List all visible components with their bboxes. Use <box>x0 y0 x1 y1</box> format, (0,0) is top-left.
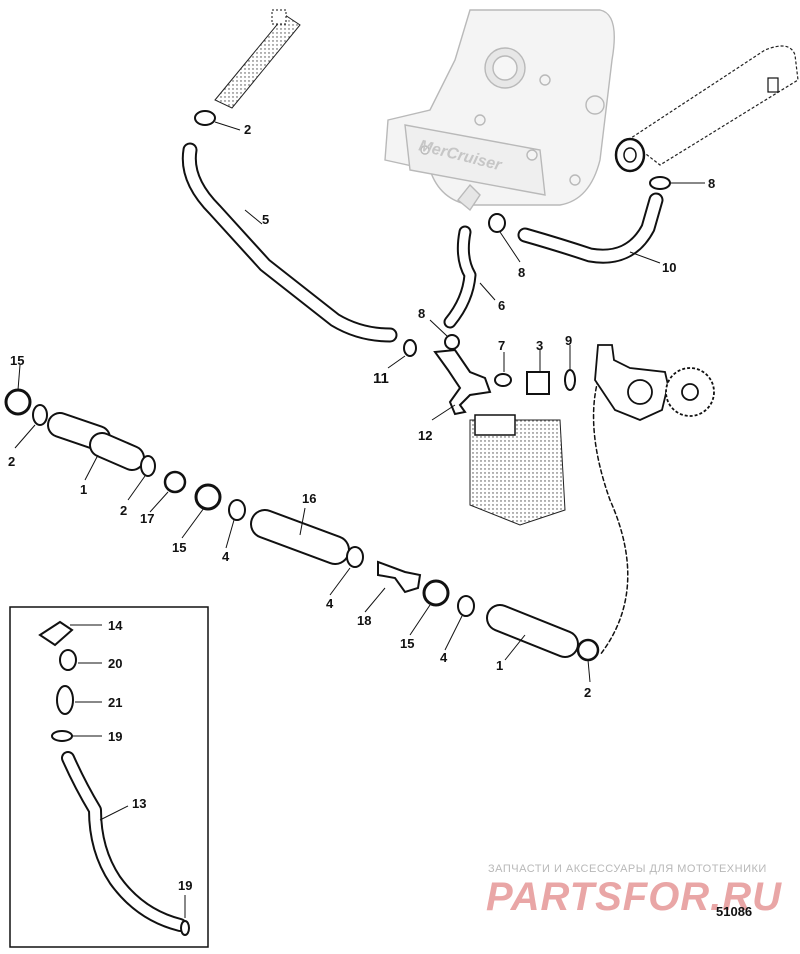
callout-14: 14 <box>108 618 123 633</box>
callout-17: 17 <box>140 511 154 526</box>
callout-15: 15 <box>400 636 414 651</box>
cap-14 <box>38 620 74 647</box>
clamp-19-top <box>51 730 73 742</box>
callout-5: 5 <box>262 212 269 227</box>
callout-1: 1 <box>496 658 503 673</box>
sea-water-pump <box>594 344 715 421</box>
leader-lines <box>14 121 705 918</box>
lower-hose-assembly <box>4 388 600 662</box>
heat-exchanger <box>614 45 799 173</box>
callout-12: 12 <box>418 428 432 443</box>
callout-19: 19 <box>108 729 122 744</box>
callout-15: 15 <box>10 353 24 368</box>
callout-16: 16 <box>302 491 316 506</box>
clamp-9 <box>564 369 576 391</box>
watermark-tagline: ЗАПЧАСТИ И АКСЕССУАРЫ ДЛЯ МОТОТЕХНИКИ <box>488 863 767 875</box>
watermark-logo: PARTSFOR.RU <box>486 875 782 919</box>
hose-5 <box>181 142 398 343</box>
clamp-2-top <box>194 110 216 126</box>
figure-number: 51086 <box>716 904 752 919</box>
callout-2: 2 <box>8 454 15 469</box>
callout-19: 19 <box>178 878 192 893</box>
callout-2: 2 <box>584 685 591 700</box>
sleeve-3 <box>526 371 550 395</box>
callout-13: 13 <box>132 796 146 811</box>
engine-block: MerCruiser <box>384 9 615 212</box>
callout-15: 15 <box>172 540 186 555</box>
callout-7: 7 <box>498 338 505 353</box>
kit-inset <box>9 606 209 948</box>
callout-6: 6 <box>498 298 505 313</box>
clamp-19-bottom <box>180 920 190 936</box>
callout-2: 2 <box>120 503 127 518</box>
callout-10: 10 <box>662 260 676 275</box>
callout-2: 2 <box>244 122 251 137</box>
callout-21: 21 <box>108 695 122 710</box>
clamp-7 <box>494 373 512 387</box>
callout-8: 8 <box>708 176 715 191</box>
callout-3: 3 <box>536 338 543 353</box>
callout-4: 4 <box>222 549 230 564</box>
pump-line-dashed <box>592 379 629 656</box>
fitting-21 <box>56 685 74 715</box>
callout-11: 11 <box>373 370 389 387</box>
cooling-module <box>469 414 566 526</box>
fitting-12 <box>433 348 492 416</box>
clamp-8-mid <box>488 213 506 233</box>
clamp-11 <box>403 339 417 357</box>
callout-4: 4 <box>326 596 334 611</box>
callout-18: 18 <box>357 613 371 628</box>
callout-8: 8 <box>518 265 525 280</box>
callout-8: 8 <box>418 306 425 321</box>
callout-9: 9 <box>565 333 572 348</box>
o-ring-8 <box>444 334 460 350</box>
callout-4: 4 <box>440 650 448 665</box>
upper-hose-dotted <box>214 9 301 109</box>
fitting-15-left <box>4 388 32 416</box>
callout-20: 20 <box>108 656 122 671</box>
callout-1: 1 <box>80 482 87 497</box>
fitting-20 <box>59 649 77 671</box>
clamp-8-right <box>649 176 671 190</box>
